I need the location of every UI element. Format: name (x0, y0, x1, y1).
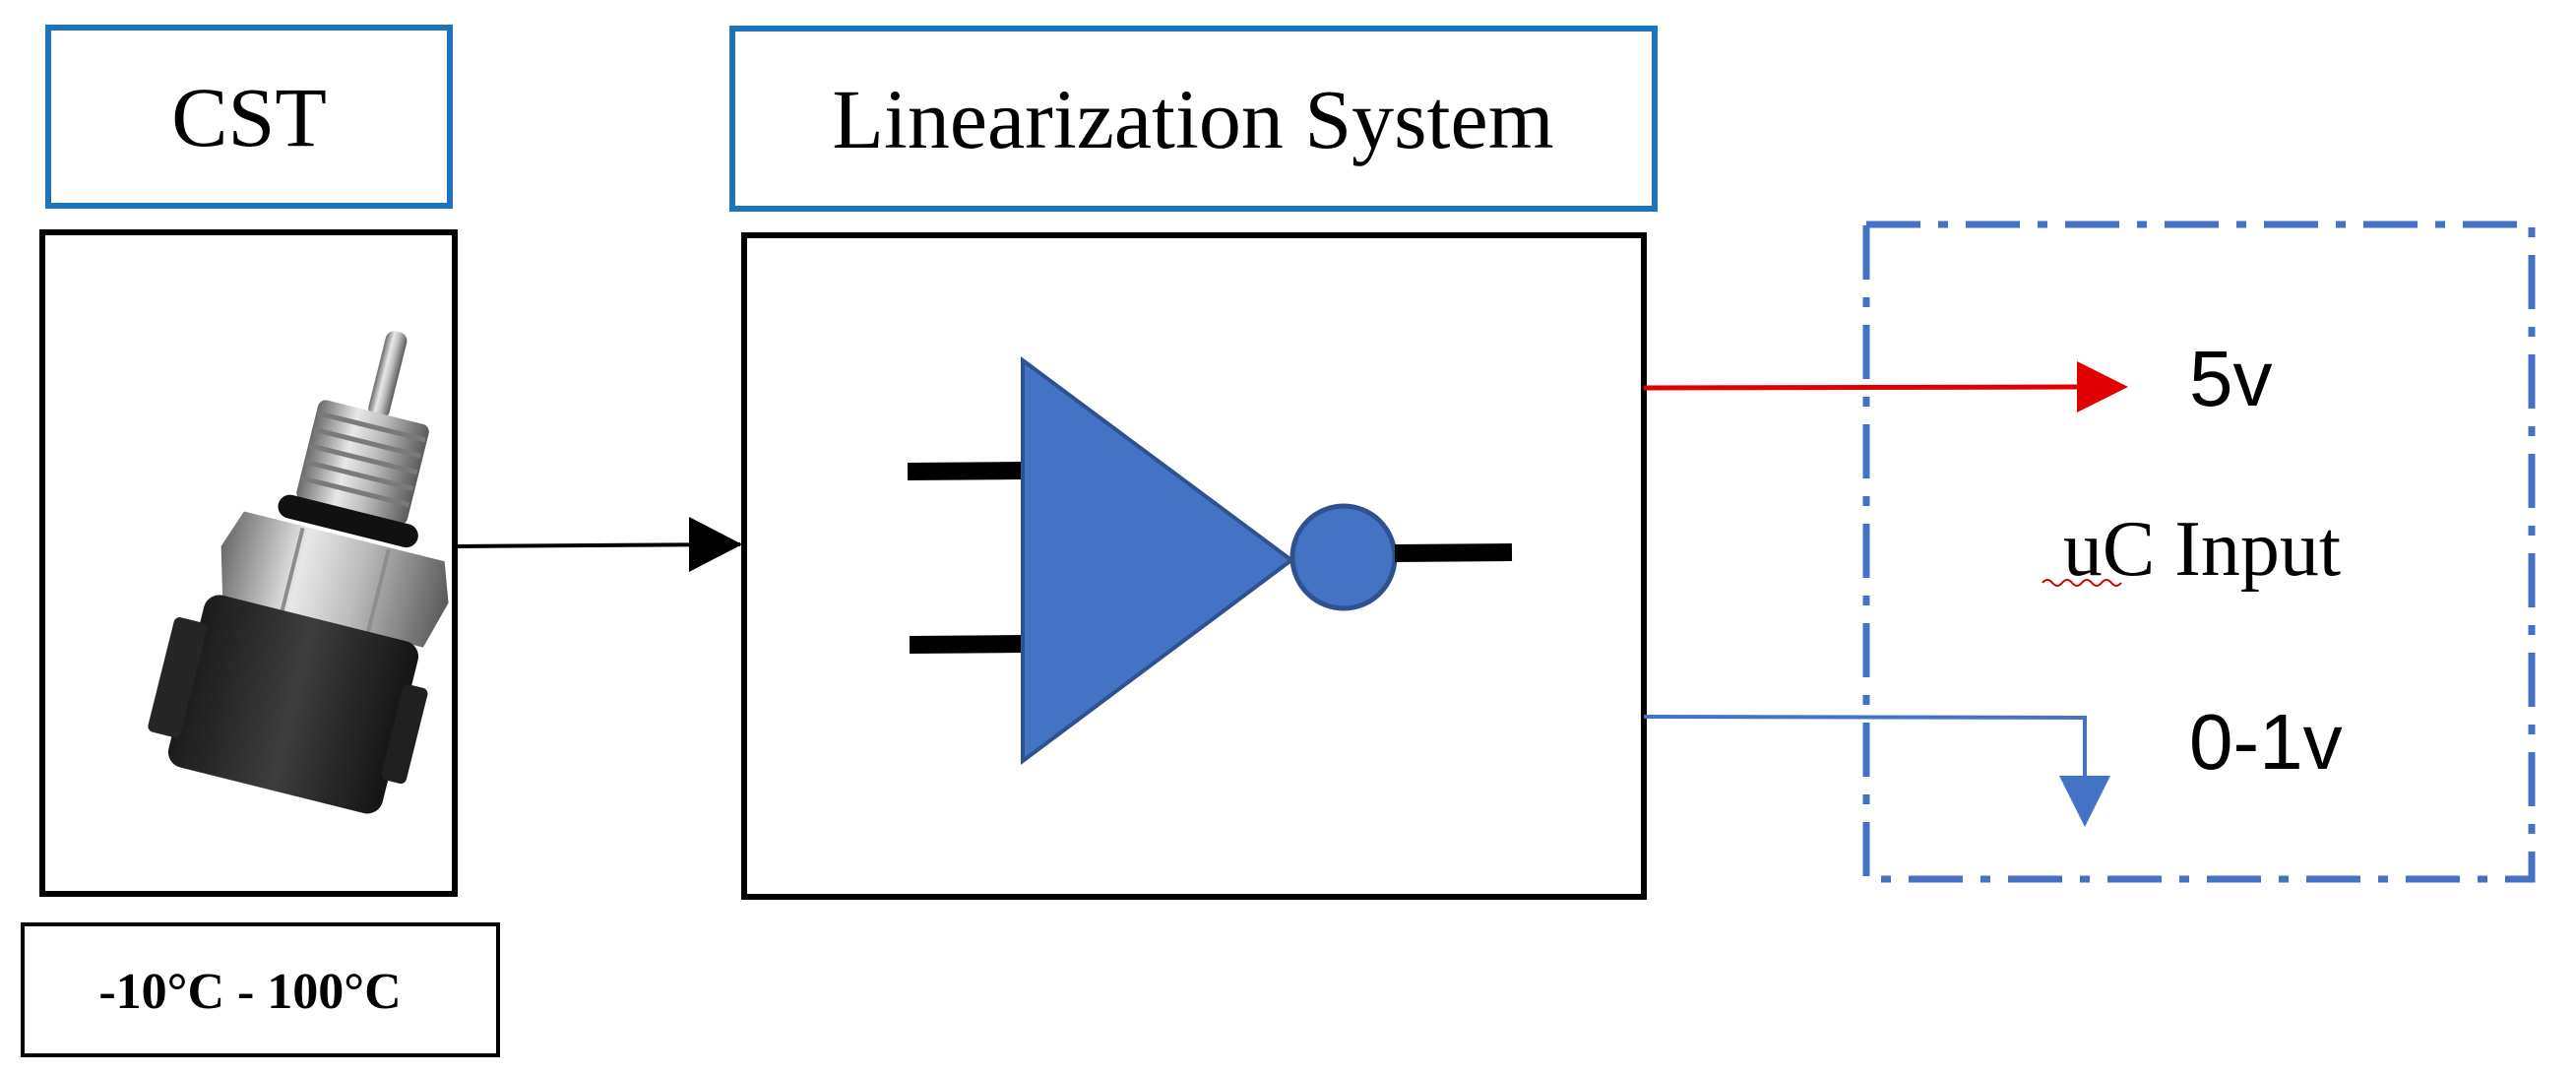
sensor-title-box (45, 25, 453, 209)
sensor-to-amp-arrowhead (689, 517, 742, 572)
voltage-range-label: 0-1v (2189, 698, 2343, 786)
amp-input-top (907, 462, 1025, 480)
high-voltage-arrowhead (2077, 361, 2128, 412)
linearization-title-box (729, 26, 1658, 212)
amp-inversion-bubble (1289, 503, 1398, 611)
temperature-range-box (21, 922, 500, 1057)
low-voltage-arrowhead (2059, 776, 2110, 827)
inverting-amplifier-symbol (907, 356, 1513, 765)
temperature-sensor-icon (148, 331, 449, 814)
amp-output (1394, 543, 1513, 562)
high-voltage-line (1643, 384, 2086, 391)
low-voltage-line (1643, 715, 2087, 788)
temperature-range: -10°C - 100°C (98, 964, 401, 1020)
linearization-title: Linearization System (832, 72, 1553, 166)
spellcheck-underline (2042, 579, 2122, 587)
amp-triangle (1021, 356, 1295, 765)
uc-input-box (1862, 221, 2536, 883)
sensor-title: CST (171, 70, 327, 164)
uc-input-label: uC Input (2063, 506, 2341, 593)
amp-input-bottom (909, 635, 1025, 654)
voltage-high-label: 5v (2189, 335, 2273, 422)
